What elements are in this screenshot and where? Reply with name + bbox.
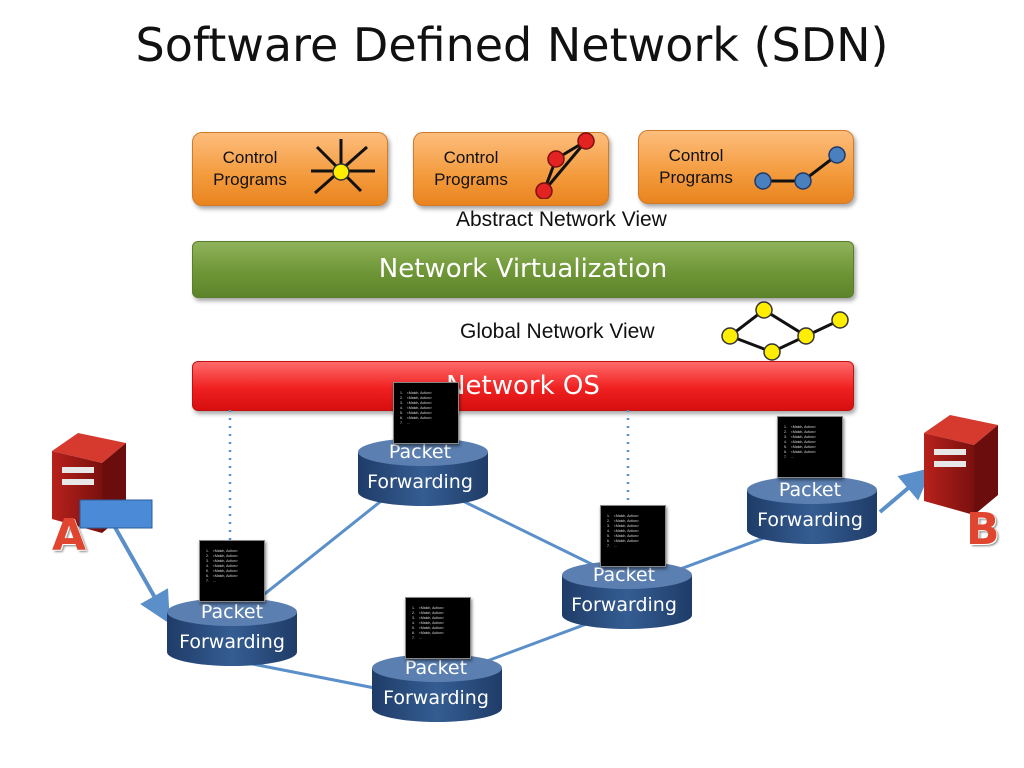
network-virtualization-layer: Network Virtualization bbox=[192, 241, 854, 298]
flow-table-row: 3. <Match, Action> bbox=[412, 616, 444, 620]
control-programs-label: Control Programs bbox=[434, 148, 508, 189]
flow-table-row: 4. <Match, Action> bbox=[784, 440, 816, 444]
cylinder-4 bbox=[562, 561, 692, 629]
packet-forwarding-label-4: Packet Forwarding bbox=[571, 564, 677, 616]
flow-table-row: 7. ... bbox=[784, 455, 794, 459]
flow-table-row: 3. <Match, Action> bbox=[400, 401, 432, 405]
flow-table-row: 5. <Match, Action> bbox=[784, 445, 816, 449]
flow-table-row: 1. <Match, Action> bbox=[400, 391, 432, 395]
control-programs-box-path: Control Programs bbox=[638, 130, 854, 204]
flow-table-1: 1. <Match, Action>2. <Match, Action>3. <… bbox=[199, 540, 265, 602]
flow-table-row: 4. <Match, Action> bbox=[607, 529, 639, 533]
flow-table-row: 4. <Match, Action> bbox=[206, 564, 238, 568]
control-programs-label: Control Programs bbox=[659, 146, 733, 187]
flow-table-2: 1. <Match, Action>2. <Match, Action>3. <… bbox=[393, 382, 459, 444]
control-programs-box-triangle: Control Programs bbox=[413, 132, 609, 206]
flow-table-row: 2. <Match, Action> bbox=[400, 396, 432, 400]
flow-table-row: 3. <Match, Action> bbox=[607, 524, 639, 528]
packet-forwarding-label-1: Packet Forwarding bbox=[179, 601, 285, 653]
flow-table-row: 6. <Match, Action> bbox=[400, 416, 432, 420]
flow-table-row: 6. <Match, Action> bbox=[607, 539, 639, 543]
flow-table-row: 6. <Match, Action> bbox=[206, 574, 238, 578]
flow-arrows bbox=[110, 467, 933, 624]
packet-icon bbox=[79, 499, 153, 529]
control-programs-label: Control Programs bbox=[213, 148, 287, 189]
flow-table-row: 5. <Match, Action> bbox=[206, 569, 238, 573]
global-network-view-label: Global Network View bbox=[460, 320, 655, 343]
flow-table-3: 1. <Match, Action>2. <Match, Action>3. <… bbox=[405, 597, 471, 659]
path-graph-icon bbox=[754, 146, 846, 190]
cylinder-1 bbox=[167, 598, 297, 666]
data-links bbox=[231, 468, 813, 702]
flow-table-row: 5. <Match, Action> bbox=[412, 626, 444, 630]
control-channels bbox=[228, 410, 630, 540]
flow-table-row: 2. <Match, Action> bbox=[412, 611, 444, 615]
endpoint-b-label: B bbox=[966, 504, 1000, 555]
triangle-graph-icon bbox=[535, 132, 595, 199]
cylinder-2 bbox=[358, 438, 488, 506]
network-os-layer: Network OS bbox=[192, 361, 854, 411]
packet-forwarding-label-2: Packet Forwarding bbox=[367, 441, 473, 493]
abstract-network-view-label: Abstract Network View bbox=[456, 208, 667, 231]
global-graph-icon bbox=[721, 301, 849, 361]
flow-table-row: 4. <Match, Action> bbox=[400, 406, 432, 410]
flow-table-row: 2. <Match, Action> bbox=[206, 554, 238, 558]
flow-table-row: 4. <Match, Action> bbox=[412, 621, 444, 625]
forwarding-cylinders bbox=[167, 438, 877, 722]
flow-table-row: 7. ... bbox=[607, 544, 617, 548]
endpoint-a-label: A bbox=[52, 510, 87, 561]
flow-table-row: 5. <Match, Action> bbox=[607, 534, 639, 538]
packet-forwarding-label-5: Packet Forwarding bbox=[757, 479, 863, 531]
flow-table-row: 6. <Match, Action> bbox=[412, 631, 444, 635]
control-programs-box-star: Control Programs bbox=[192, 132, 388, 206]
flow-table-5: 1. <Match, Action>2. <Match, Action>3. <… bbox=[777, 416, 843, 478]
flow-table-4: 1. <Match, Action>2. <Match, Action>3. <… bbox=[600, 505, 666, 567]
cylinder-3 bbox=[372, 654, 502, 722]
flow-table-row: 7. ... bbox=[412, 636, 422, 640]
cylinder-5 bbox=[747, 476, 877, 544]
flow-table-row: 7. ... bbox=[400, 421, 410, 425]
server-b bbox=[924, 415, 998, 515]
flow-table-row: 6. <Match, Action> bbox=[784, 450, 816, 454]
flow-table-row: 7. ... bbox=[206, 579, 216, 583]
slide-title: Software Defined Network (SDN) bbox=[135, 18, 889, 72]
flow-table-row: 5. <Match, Action> bbox=[400, 411, 432, 415]
flow-table-row: 1. <Match, Action> bbox=[206, 549, 238, 553]
flow-table-row: 1. <Match, Action> bbox=[412, 606, 444, 610]
flow-table-row: 2. <Match, Action> bbox=[607, 519, 639, 523]
flow-table-row: 1. <Match, Action> bbox=[607, 514, 639, 518]
flow-table-row: 3. <Match, Action> bbox=[206, 559, 238, 563]
packet-forwarding-label-3: Packet Forwarding bbox=[383, 657, 489, 709]
flow-table-row: 2. <Match, Action> bbox=[784, 430, 816, 434]
flow-table-row: 3. <Match, Action> bbox=[784, 435, 816, 439]
flow-table-row: 1. <Match, Action> bbox=[784, 425, 816, 429]
star-graph-icon bbox=[311, 139, 375, 195]
